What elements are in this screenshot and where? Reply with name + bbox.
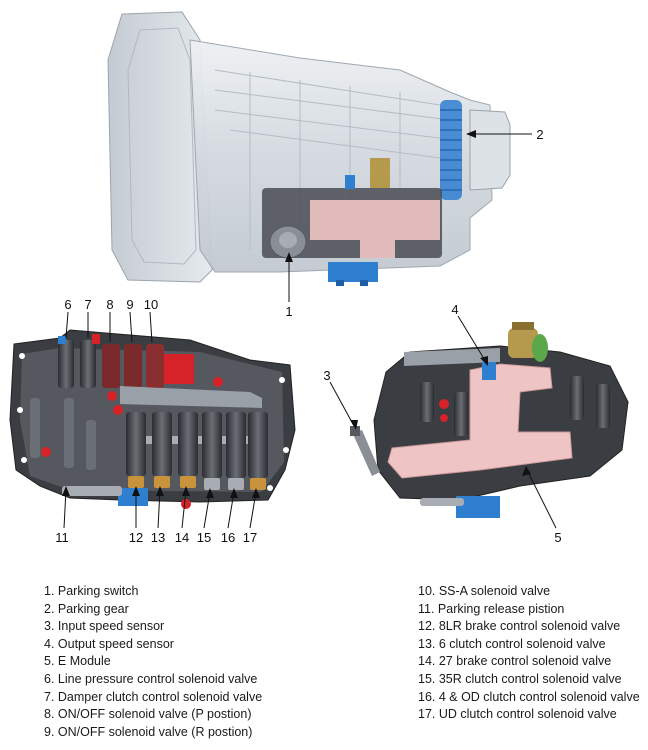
callout-3: 3 — [323, 368, 330, 383]
legend-item: 13. 6 clutch control solenoid valve — [418, 636, 606, 651]
legend-item: 17. UD clutch control solenoid valve — [418, 707, 617, 722]
callout-1: 1 — [285, 304, 292, 319]
legend-item: 14. 27 brake control solenoid valve — [418, 654, 612, 669]
legend-item: 5. E Module — [44, 654, 111, 669]
legend-right: 10. SS-A solenoid valve 11. Parking rele… — [418, 583, 640, 724]
legend-left: 1. Parking switch 2. Parking gear 3. Inp… — [44, 583, 262, 741]
callout-4: 4 — [451, 302, 458, 317]
callout-13: 13 — [151, 530, 165, 545]
brass-connector — [508, 322, 548, 362]
callout-8: 8 — [106, 297, 113, 312]
bell-housing — [107, 11, 213, 283]
legend-item: 3. Input speed sensor — [44, 619, 165, 634]
legend-item: 1. Parking switch — [44, 584, 139, 598]
legend-item: 7. Damper clutch control solenoid valve — [44, 689, 263, 704]
top-solenoid-row — [58, 334, 194, 388]
callout-6: 6 — [64, 297, 71, 312]
valve-body-e-module — [350, 322, 629, 518]
callout-2: 2 — [536, 127, 543, 142]
legend-item: 6. Line pressure control solenoid valve — [44, 671, 258, 686]
output-speed-sensor — [482, 362, 496, 380]
transmission-assembly — [107, 11, 511, 286]
callout-12: 12 — [129, 530, 143, 545]
rear-extension — [469, 109, 511, 191]
callout-17: 17 — [243, 530, 257, 545]
parking-release-piston — [62, 486, 122, 496]
legend-item: 12. 8LR brake control solenoid valve — [418, 619, 621, 634]
legend-item: 10. SS-A solenoid valve — [418, 584, 551, 598]
parking-gear — [440, 100, 462, 200]
lower-solenoid-row — [126, 412, 268, 490]
legend-item: 4. Output speed sensor — [44, 636, 174, 651]
legend-item: 2. Parking gear — [44, 601, 129, 616]
input-speed-sensor — [352, 430, 380, 476]
callout-16: 16 — [221, 530, 235, 545]
callout-11: 11 — [55, 530, 69, 545]
valve-body-in-case — [262, 158, 442, 258]
callout-7: 7 — [84, 297, 91, 312]
valve-body-front — [9, 329, 296, 509]
legend-item: 16. 4 & OD clutch control solenoid valve — [418, 689, 640, 704]
connector-block — [328, 262, 378, 282]
e-module-plate — [387, 363, 573, 479]
legend-item: 15. 35R clutch control solenoid valve — [418, 671, 622, 686]
callout-14: 14 — [175, 530, 189, 545]
transmission-diagram: 1 2 3 4 5 6 7 8 9 10 11 12 13 14 15 16 1… — [9, 11, 629, 545]
legend-item: 11. Parking release pistion — [418, 601, 565, 616]
legend-item: 9. ON/OFF solenoid valve (R postion) — [44, 724, 253, 739]
callout-5: 5 — [554, 530, 561, 545]
parking-switch — [269, 225, 307, 259]
callout-10: 10 — [144, 297, 158, 312]
callout-9: 9 — [126, 297, 133, 312]
legend-item: 8. ON/OFF solenoid valve (P postion) — [44, 707, 252, 722]
callout-15: 15 — [197, 530, 211, 545]
